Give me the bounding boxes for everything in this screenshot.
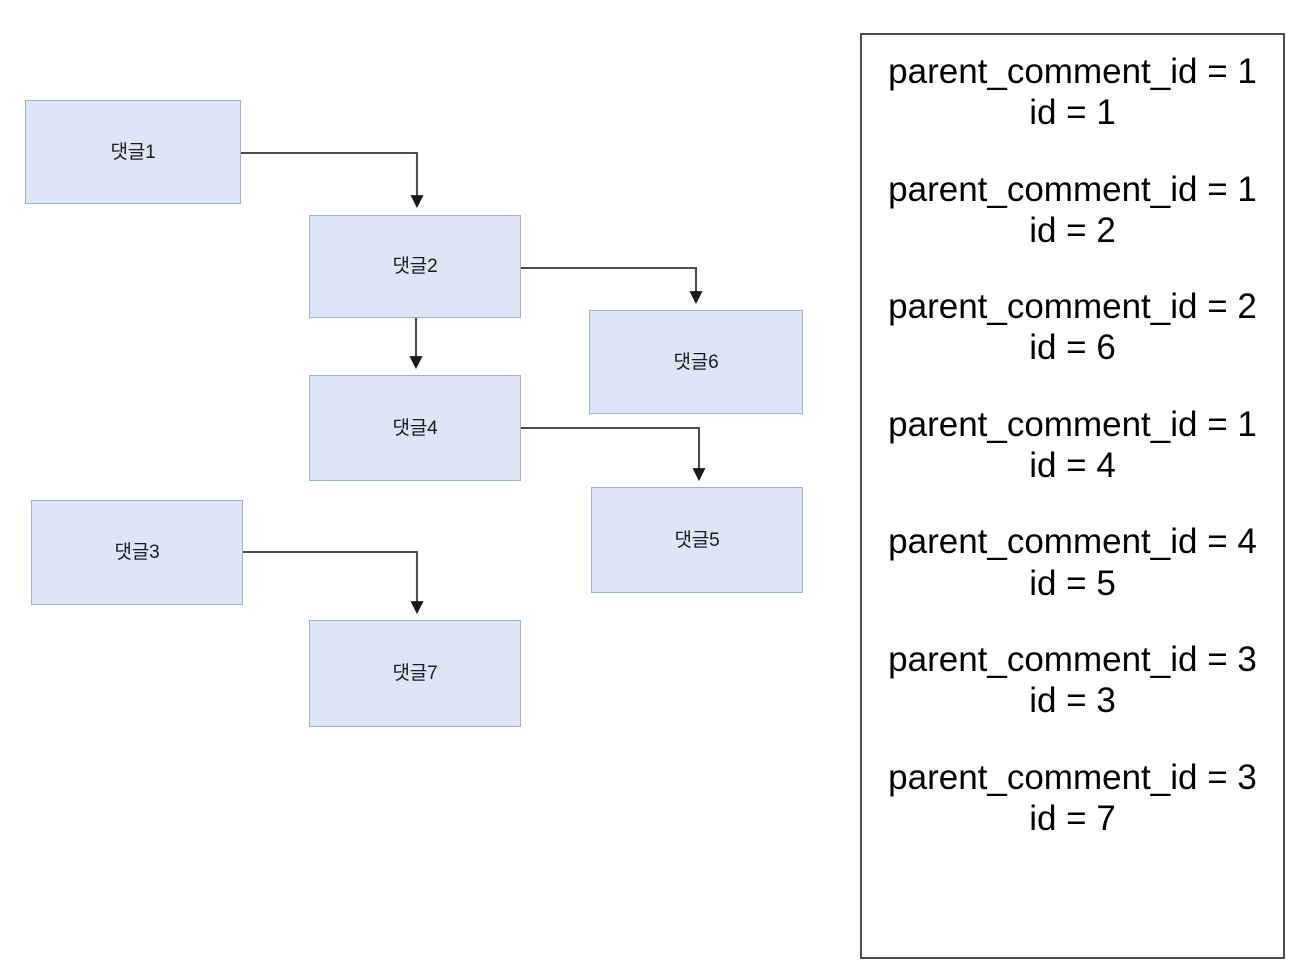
record-parent-comment-id: parent_comment_id = 4 (888, 522, 1257, 562)
record-id: id = 6 (1029, 328, 1116, 368)
node-comment7[interactable]: 댓글7 (309, 620, 521, 727)
record-panel: parent_comment_id = 1 id = 1 parent_comm… (860, 33, 1285, 959)
node-comment5[interactable]: 댓글5 (591, 487, 803, 593)
record-parent-comment-id: parent_comment_id = 3 (888, 757, 1257, 797)
node-comment2-label: 댓글2 (392, 256, 438, 277)
node-comment6-label: 댓글6 (673, 351, 719, 373)
record-id: id = 7 (1029, 798, 1116, 838)
edge-comment4-to-comment5 (521, 426, 706, 482)
record-id: id = 2 (1029, 210, 1116, 250)
record-id: id = 1 (1029, 93, 1116, 133)
record-parent-comment-id: parent_comment_id = 3 (888, 639, 1257, 679)
node-comment1-label: 댓글1 (110, 141, 156, 163)
node-comment3-label: 댓글3 (114, 542, 160, 563)
record-item: parent_comment_id = 3 id = 3 (874, 639, 1271, 722)
node-comment7-label: 댓글7 (392, 663, 438, 684)
record-item: parent_comment_id = 1 id = 2 (874, 169, 1271, 252)
node-comment6[interactable]: 댓글6 (589, 310, 803, 414)
node-comment1[interactable]: 댓글1 (25, 100, 241, 204)
node-comment4[interactable]: 댓글4 (309, 375, 521, 481)
record-parent-comment-id: parent_comment_id = 1 (888, 169, 1257, 209)
record-parent-comment-id: parent_comment_id = 2 (888, 287, 1257, 327)
record-item: parent_comment_id = 2 id = 6 (874, 286, 1271, 369)
record-item: parent_comment_id = 4 id = 5 (874, 521, 1271, 604)
edge-comment3-to-comment7 (243, 550, 424, 615)
record-parent-comment-id: parent_comment_id = 1 (888, 52, 1257, 91)
edge-comment1-to-comment2 (241, 151, 424, 209)
node-comment3[interactable]: 댓글3 (31, 500, 243, 605)
record-item: parent_comment_id = 1 id = 1 (874, 51, 1271, 134)
record-id: id = 3 (1029, 681, 1116, 721)
node-comment5-label: 댓글5 (674, 529, 720, 551)
record-parent-comment-id: parent_comment_id = 1 (888, 404, 1257, 444)
record-id: id = 5 (1029, 563, 1116, 603)
edge-comment2-to-comment6 (521, 266, 703, 305)
node-comment4-label: 댓글4 (392, 417, 438, 439)
record-item: parent_comment_id = 3 id = 7 (874, 757, 1271, 840)
node-comment2[interactable]: 댓글2 (309, 215, 521, 318)
record-item: parent_comment_id = 1 id = 4 (874, 404, 1271, 487)
record-id: id = 4 (1029, 446, 1116, 486)
